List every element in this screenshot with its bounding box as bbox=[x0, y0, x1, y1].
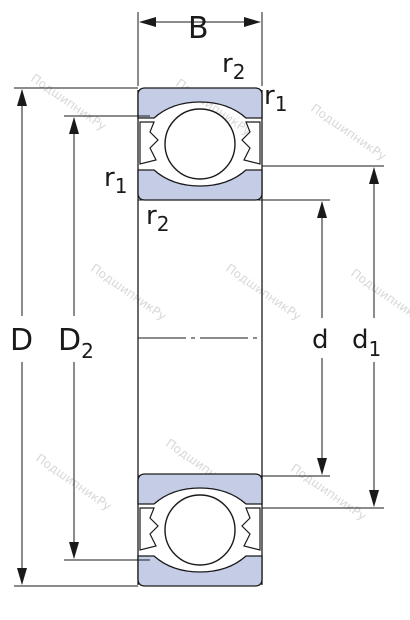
bottom-outer-ring bbox=[137, 555, 263, 587]
label-r2-top: r2 bbox=[222, 49, 245, 84]
D2-arrow-bottom bbox=[69, 542, 79, 559]
d-arrow-top bbox=[317, 201, 327, 218]
dimension-D2: D2 bbox=[58, 115, 150, 561]
label-D2-main: D bbox=[58, 323, 81, 358]
label-D2-sub: 2 bbox=[81, 339, 94, 363]
d1-arrow-top bbox=[369, 167, 379, 184]
label-r1-top-main: r bbox=[264, 81, 275, 111]
watermark-5: ПодшипникРу bbox=[223, 261, 304, 323]
label-r1-left-main: r bbox=[104, 163, 115, 193]
label-r1-top: r1 bbox=[264, 81, 287, 116]
watermark-3: ПодшипникРу bbox=[308, 101, 389, 163]
bottom-ball bbox=[164, 494, 236, 566]
d-arrow-bottom bbox=[317, 458, 327, 475]
top-section bbox=[137, 87, 263, 201]
watermark-4: ПодшипникРу bbox=[88, 261, 169, 323]
dimension-d1: d1 bbox=[262, 165, 384, 509]
label-r1-top-sub: 1 bbox=[275, 92, 288, 116]
label-D: D bbox=[10, 323, 33, 358]
label-r2-top-main: r bbox=[222, 49, 233, 79]
label-B: B bbox=[188, 11, 209, 46]
watermark-9: ПодшипникРу bbox=[288, 461, 369, 523]
label-r2-top-sub: 2 bbox=[233, 60, 246, 84]
top-outer-ring bbox=[137, 87, 263, 119]
d1-arrow-bottom bbox=[369, 490, 379, 507]
top-left-seal bbox=[139, 121, 159, 165]
label-r1-left-sub: 1 bbox=[115, 174, 128, 198]
dimension-D: D bbox=[10, 87, 138, 587]
top-inner-ring bbox=[137, 169, 263, 201]
D2-arrow-top bbox=[69, 117, 79, 134]
label-D2: D2 bbox=[58, 323, 94, 363]
bottom-left-seal bbox=[139, 507, 159, 551]
label-d1: d1 bbox=[352, 325, 381, 361]
top-ball bbox=[164, 108, 236, 180]
label-r1-left: r1 bbox=[104, 163, 127, 198]
label-d1-main: d bbox=[352, 325, 369, 355]
dimension-d: d bbox=[262, 199, 330, 477]
B-arrow-right bbox=[244, 17, 261, 27]
top-right-seal bbox=[241, 121, 261, 165]
bottom-right-seal bbox=[241, 507, 261, 551]
bottom-section bbox=[137, 473, 263, 587]
dimension-B: B bbox=[137, 11, 263, 86]
B-arrow-left bbox=[139, 17, 156, 27]
watermark-1: ПодшипникРу bbox=[28, 71, 109, 133]
label-d: d bbox=[312, 325, 329, 355]
bottom-inner-ring bbox=[137, 473, 263, 505]
label-r2-left: r2 bbox=[146, 201, 169, 236]
label-r2-left-sub: 2 bbox=[157, 212, 170, 236]
radius-callouts: r2 r1 r1 r2 bbox=[104, 49, 287, 236]
watermark-6: ПодшипникРу bbox=[348, 266, 410, 328]
label-r2-left-main: r bbox=[146, 201, 157, 231]
label-d1-sub: 1 bbox=[369, 337, 382, 361]
D-arrow-bottom bbox=[17, 568, 27, 585]
D-arrow-top bbox=[17, 89, 27, 106]
